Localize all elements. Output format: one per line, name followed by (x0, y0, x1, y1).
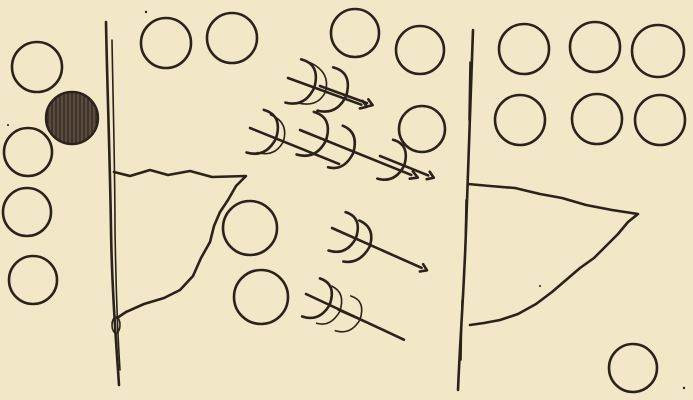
counter (396, 26, 444, 74)
counter (572, 94, 622, 144)
counter (234, 270, 288, 324)
right-flag (458, 30, 638, 390)
counter (635, 95, 685, 145)
counter (570, 22, 620, 72)
counter (499, 24, 549, 74)
arrow (241, 107, 347, 186)
counter (3, 188, 51, 236)
left-flag (106, 22, 246, 385)
right-flag-cloth (468, 184, 638, 325)
filled-counter (46, 92, 98, 145)
counter (9, 256, 57, 304)
counter (141, 18, 191, 68)
counters (3, 9, 685, 392)
counter (495, 95, 545, 145)
counter (399, 106, 445, 152)
arrow (321, 210, 435, 294)
counter (12, 42, 62, 92)
arrow (280, 57, 375, 129)
left-flag-cloth (114, 170, 246, 318)
counter (223, 201, 277, 255)
counter (632, 25, 684, 77)
counter (331, 9, 379, 57)
arrows (241, 57, 441, 359)
counter (207, 13, 257, 63)
counter (4, 128, 52, 176)
specks (7, 11, 685, 389)
counter (609, 344, 657, 392)
